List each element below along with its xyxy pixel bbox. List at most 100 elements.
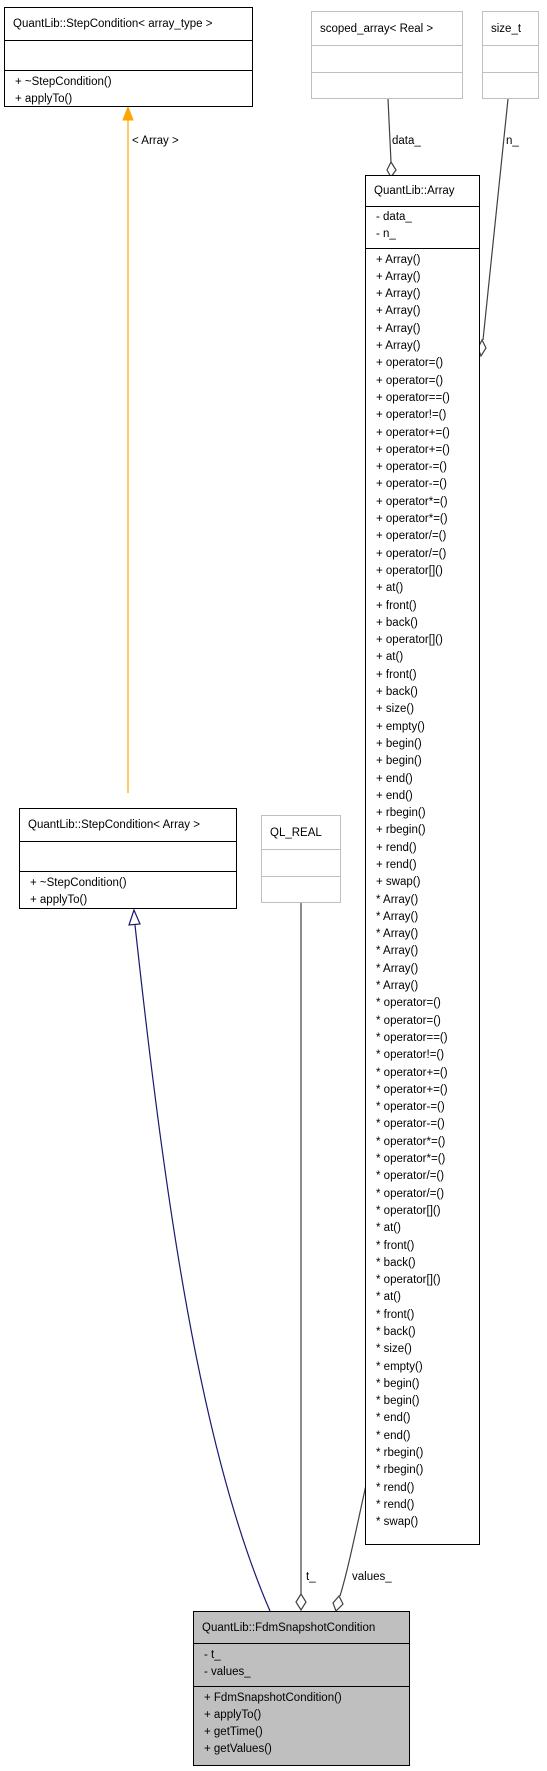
class-method: + operator=() (376, 357, 444, 370)
class-ql-real[interactable]: QL_REAL (261, 815, 341, 903)
inheritance-edge (134, 924, 271, 1612)
class-method: + front() (376, 668, 417, 681)
attributes-section (483, 45, 538, 72)
attributes-section (5, 40, 252, 70)
class-method: * back() (376, 1326, 416, 1338)
class-method: + operator/=() (376, 530, 447, 543)
class-method: * operator==() (376, 1031, 448, 1044)
class-method: * begin() (376, 1377, 420, 1390)
methods-section: + FdmSnapshotCondition() + applyTo() + get… (194, 1685, 409, 1763)
class-method: + begin() (376, 755, 422, 768)
class-name: QuantLib::StepCondition< Array > (28, 819, 200, 831)
class-method: * operator-=() (376, 1118, 445, 1131)
class-method: + at() (376, 651, 404, 664)
methods-section: + ~StepCondition() + applyTo() (5, 70, 252, 113)
class-method: * operator/=() (376, 1187, 445, 1200)
class-method: + size() (376, 703, 415, 716)
class-method: + begin() (376, 737, 422, 750)
class-method: * rend() (376, 1481, 415, 1494)
class-method: + Array() (376, 253, 421, 266)
class-method: + ~StepCondition() (15, 76, 112, 88)
class-step-condition-template[interactable]: QuantLib::StepCondition< array_type > + … (4, 7, 253, 107)
class-method: + Array() (376, 322, 421, 335)
class-method: + rbegin() (376, 807, 426, 820)
methods-section (312, 72, 462, 98)
class-method: * front() (376, 1308, 415, 1321)
class-method: + getValues() (204, 1743, 272, 1756)
class-method: + operator!=() (376, 409, 447, 422)
class-attribute: - n_ (376, 228, 396, 241)
class-method: + applyTo() (15, 93, 73, 106)
class-method: * end() (376, 1429, 411, 1442)
class-method: * front() (376, 1239, 415, 1252)
methods-section (262, 876, 340, 902)
class-name: QuantLib::FdmSnapshotCondition (202, 1621, 376, 1634)
class-method: + operator[]() (376, 634, 443, 647)
class-method: * back() (376, 1256, 416, 1269)
class-method: + operator+=() (376, 443, 450, 456)
attributes-section (262, 849, 340, 876)
class-method: + operator-=() (376, 461, 447, 474)
class-method: + back() (376, 616, 418, 629)
class-method: * Array() (376, 910, 419, 923)
class-array[interactable]: QuantLib::Array - data_- n_ + Array()+ A… (365, 175, 480, 1545)
attributes-section (312, 45, 462, 72)
class-method: + end() (376, 772, 413, 785)
t-association-diamond (295, 1592, 307, 1612)
class-method: * operator+=() (376, 1066, 448, 1079)
class-method: * operator=() (376, 1014, 441, 1027)
class-method: + front() (376, 599, 417, 612)
class-method: + Array() (376, 270, 421, 283)
n-association-edge (482, 98, 509, 341)
class-name: QuantLib::Array (374, 185, 455, 197)
class-name: scoped_array< Real > (320, 22, 434, 35)
class-method: + applyTo() (204, 1708, 262, 1721)
class-method: + getTime() (204, 1726, 263, 1739)
class-method: + rend() (376, 841, 417, 854)
class-attribute: - values_ (204, 1666, 251, 1679)
values-association-diamond (332, 1594, 344, 1613)
attributes-section (20, 841, 236, 871)
methods-section (483, 72, 538, 98)
class-method: + rbegin() (376, 824, 426, 837)
class-attribute: - t_ (204, 1649, 221, 1661)
attributes-section: - data_- n_ (366, 206, 479, 248)
class-method: * rbegin() (376, 1447, 424, 1460)
class-method: + operator=() (376, 374, 444, 387)
class-step-condition-array[interactable]: QuantLib::StepCondition< Array > + ~Step… (19, 808, 237, 909)
class-method: * end() (376, 1412, 411, 1425)
inheritance-arrowhead (128, 908, 141, 926)
class-method: + swap() (376, 876, 421, 889)
class-name: QuantLib::StepCondition< array_type > (13, 18, 213, 30)
class-method: * Array() (376, 962, 419, 975)
data-edge-label: data_ (392, 135, 421, 147)
class-method: * operator!=() (376, 1049, 445, 1062)
class-fdm-snapshot-condition[interactable]: QuantLib::FdmSnapshotCondition - t_- val… (193, 1611, 410, 1766)
class-method: + FdmSnapshotCondition() (204, 1691, 342, 1704)
class-method: + operator/=() (376, 547, 447, 560)
class-method: * operator*=() (376, 1153, 446, 1166)
class-method: * Array() (376, 893, 419, 906)
class-method: * operator-=() (376, 1101, 445, 1114)
class-method: + ~StepCondition() (30, 877, 127, 889)
methods-section: + ~StepCondition()+ applyTo() (20, 871, 236, 914)
class-size-t[interactable]: size_t (482, 11, 539, 99)
class-name: QL_REAL (270, 826, 322, 839)
class-method: * rend() (376, 1498, 415, 1511)
template-binding-label: < Array > (132, 135, 179, 147)
class-method: + empty() (376, 720, 425, 733)
class-method: * operator[]() (376, 1274, 441, 1287)
class-method: * Array() (376, 928, 419, 941)
template-arrowhead (122, 105, 134, 121)
class-method: * begin() (376, 1395, 420, 1408)
class-scoped-array[interactable]: scoped_array< Real > (311, 11, 463, 99)
class-method: * at() (376, 1291, 401, 1304)
class-method: * operator/=() (376, 1170, 445, 1183)
data-association-edge (387, 98, 392, 163)
class-method: * rbegin() (376, 1464, 424, 1477)
class-method: * operator[]() (376, 1204, 441, 1217)
class-method: + operator==() (376, 391, 450, 404)
class-method: + back() (376, 686, 418, 699)
class-method: + operator+=() (376, 426, 450, 439)
class-method: + at() (376, 582, 404, 595)
